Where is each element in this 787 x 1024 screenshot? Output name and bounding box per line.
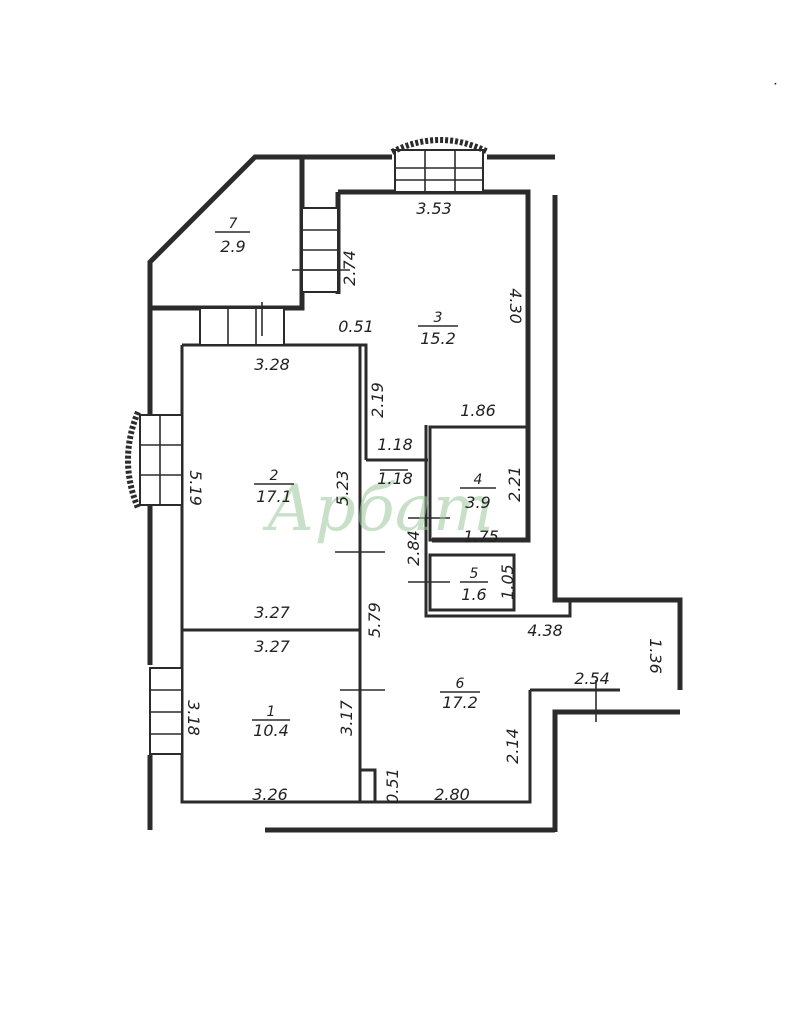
section-marks (261, 269, 597, 722)
bay-arc-left (125, 410, 141, 510)
dimension-labels: 3.53 0.51 1.86 3.28 3.27 1.18 1.18 1.75 … (252, 199, 610, 804)
dim-r6-small: 0.51 (383, 768, 402, 804)
dim-r6-step: 2.54 (574, 669, 610, 688)
dim-r5-side: 1.05 (498, 564, 517, 600)
room-1-label: 1 10.4 (252, 704, 290, 740)
dim-r2-right: 5.23 (333, 470, 352, 506)
room-area: 3.9 (465, 493, 490, 512)
dim-r6-right: 1.36 (646, 638, 665, 674)
room-area: 10.4 (253, 721, 289, 740)
room-number: 1 (267, 704, 276, 720)
dim-r4-right: 2.21 (505, 466, 524, 502)
dim-r2-top: 3.28 (254, 355, 290, 374)
dim-r3-left-a: 0.51 (338, 317, 374, 336)
dim-r6-bottom: 2.80 (434, 785, 470, 804)
window-room2-top (199, 307, 285, 346)
room-number: 7 (229, 216, 238, 232)
dim-r1-top: 3.27 (254, 637, 290, 656)
watermark: Арбат (262, 472, 493, 546)
dim-r1-bottom: 3.26 (252, 785, 288, 804)
room-number: 6 (456, 676, 465, 692)
dim-door-bottom: 1.18 (377, 469, 413, 488)
dim-r6-side: 2.14 (503, 728, 522, 764)
dim-r3-left-b: 2.19 (368, 382, 387, 418)
room-area: 15.2 (420, 329, 456, 348)
room-5-label: 5 1.6 (460, 566, 488, 604)
room-6-label: 6 17.2 (440, 676, 480, 712)
dim-corr-long: 5.79 (365, 602, 384, 638)
dimension-labels-vertical: 2.74 4.30 2.19 5.19 5.23 2.21 2.84 1.05 … (184, 250, 665, 804)
room-3-label: 3 15.2 (418, 310, 458, 348)
room-area: 2.9 (220, 237, 245, 256)
dim-door-top: 1.18 (377, 435, 413, 454)
room-4-label: 4 3.9 (460, 472, 496, 512)
room-number: 5 (470, 566, 479, 582)
dim-r1-left: 3.18 (184, 700, 203, 736)
room-area: 1.6 (461, 585, 486, 604)
dim-corr-height: 2.84 (404, 530, 423, 566)
dim-r2-bottom: 3.27 (254, 603, 290, 622)
room-area: 17.1 (256, 487, 292, 506)
room-2-label: 2 17.1 (254, 468, 294, 506)
dim-r3-top: 3.53 (416, 199, 452, 218)
dim-r3-bottom: 1.86 (460, 401, 496, 420)
window-room7 (301, 207, 339, 293)
dim-r3-right: 4.30 (506, 288, 525, 324)
dim-r6-top: 4.38 (527, 621, 563, 640)
room-number: 2 (270, 468, 279, 484)
dim-r1-right: 3.17 (337, 699, 356, 735)
dim-r7-side: 2.74 (340, 250, 359, 286)
room-number: 4 (474, 472, 483, 488)
bay-arc-top (390, 137, 490, 155)
room-area: 17.2 (442, 693, 478, 712)
dim-r4-bottom: 1.75 (463, 527, 499, 546)
room-number: 3 (434, 310, 443, 326)
window-room1-left (149, 667, 183, 755)
windows (125, 137, 490, 755)
dim-r2-left: 5.19 (186, 470, 205, 506)
window-room2-left (139, 414, 183, 506)
corner-mark: ˙ (770, 80, 778, 99)
window-top (394, 149, 484, 193)
room-7-label: 7 2.9 (215, 216, 250, 256)
